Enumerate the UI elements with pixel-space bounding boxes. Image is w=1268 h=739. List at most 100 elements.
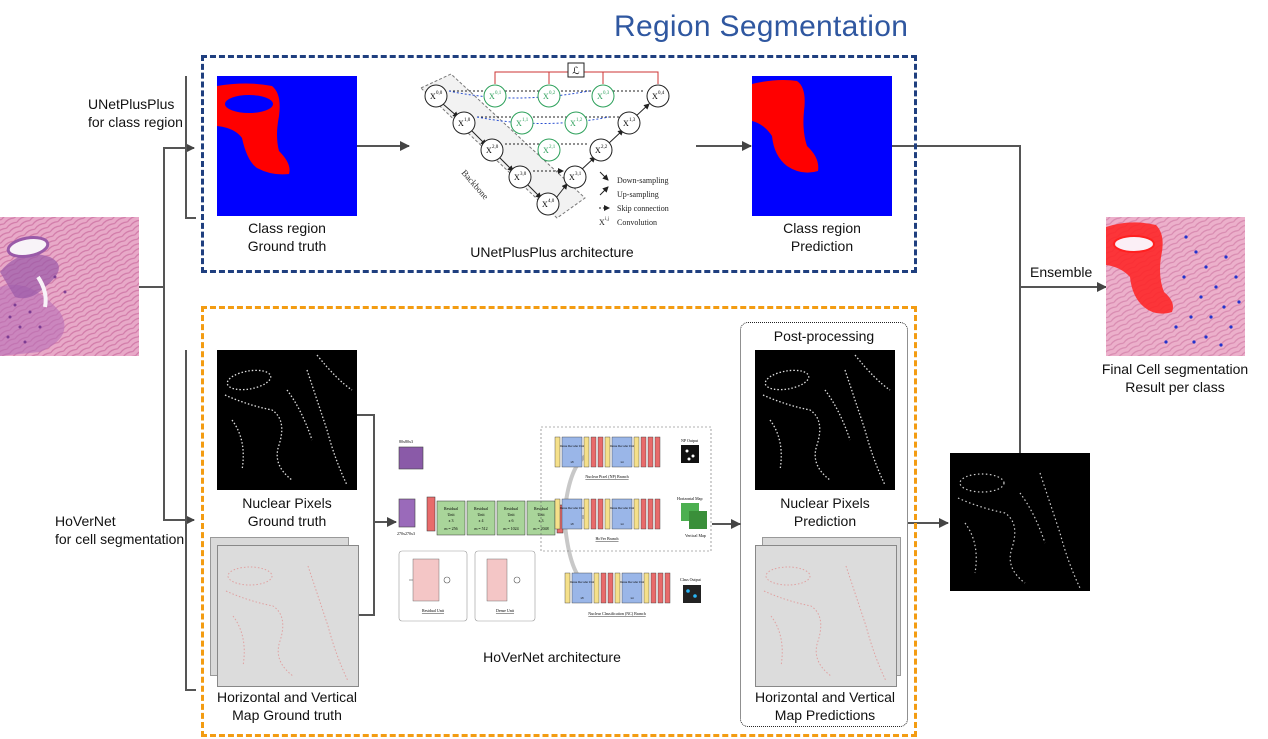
input-histology-svg	[0, 217, 139, 356]
np-branch-blocks	[554, 436, 699, 468]
hv-map-prediction-caption-line1: Horizontal and Vertical	[754, 689, 896, 705]
encoder-block-3-l2: Unit	[507, 512, 515, 517]
svg-text:1,2: 1,2	[576, 118, 583, 123]
svg-text:X: X	[543, 92, 549, 101]
hv-dec-x8: x8	[571, 522, 575, 526]
cell-segmentation-box	[201, 306, 917, 737]
nuclear-pixels-gt-svg	[224, 354, 353, 486]
encoder-block-1-l2: Unit	[447, 512, 455, 517]
hv-dec-label: Dense Decoder Unit	[560, 506, 585, 510]
np-branch-label: Nuclear Pixel (NP) Branch	[585, 474, 628, 479]
residual-unit-label: Residual Unit	[422, 608, 445, 613]
np-hv-branch-frame	[540, 426, 712, 552]
encoder-block-1-l4: m = 256	[444, 526, 457, 531]
nuclear-pixels-gt-caption-line2: Ground truth	[247, 513, 327, 529]
hovernet-input-tile	[398, 446, 424, 470]
svg-text:X: X	[430, 92, 436, 101]
nuclear-pixels-gt-caption: Nuclear Pixels Ground truth	[207, 494, 367, 530]
svg-text:1,0: 1,0	[464, 118, 471, 123]
legend-skip: Skip connection	[617, 204, 669, 213]
nuclear-pixels-prediction-caption: Nuclear Pixels Prediction	[745, 494, 905, 530]
hovernet-architecture-diagram: 80x80x3 270x270x3 Residual Unit x 3 m = …	[397, 426, 712, 622]
hv-map-gt-caption: Horizontal and Vertical Map Ground truth	[197, 688, 377, 724]
encoder-conv	[426, 496, 436, 532]
nc-dec-x8: x8	[581, 596, 585, 600]
encoder-block-1	[436, 500, 466, 536]
class-region-gt-caption-line2: Ground truth	[247, 238, 327, 254]
legend-conv-symbol-sup: i,j	[605, 217, 609, 222]
svg-text:0,1: 0,1	[495, 91, 502, 96]
cell-segmentation-result-svg	[957, 472, 1081, 589]
class-region-gt-image	[217, 76, 357, 216]
svg-text:1,1: 1,1	[522, 118, 529, 123]
encoder-blocks: Residual Unit x 3 m = 256 Residual Unit …	[426, 496, 564, 536]
unetplusplus-architecture-caption: UNetPlusPlus architecture	[470, 244, 634, 260]
unet-legend: Down-sampling Up-sampling Skip connectio…	[599, 171, 669, 227]
encoder-block-2	[466, 500, 496, 536]
encoder-block-4-l3: x 3	[539, 518, 544, 523]
hovernet-label-line1: HoVerNet	[55, 513, 116, 529]
svg-text:X: X	[514, 173, 520, 182]
svg-text:1,3: 1,3	[629, 118, 636, 123]
hv-map-prediction-front	[755, 545, 897, 687]
backbone-text: Backbone	[459, 168, 490, 202]
encoder-block-1-l1: Residual	[444, 506, 459, 511]
svg-text:X: X	[543, 146, 549, 155]
nc-dec-label-2: Dense Decoder Unit	[620, 580, 645, 584]
encoder-block-3-l3: x 6	[509, 518, 514, 523]
class-region-gt-caption-line1: Class region	[248, 220, 326, 236]
encoder-block-2-l4: m = 512	[474, 526, 487, 531]
input-size-label-2: 270x270x3	[397, 531, 415, 536]
svg-text:2,1: 2,1	[549, 145, 556, 150]
svg-text:X: X	[570, 119, 576, 128]
np-dec-label: Dense Decoder Unit	[560, 444, 585, 448]
final-segmentation-caption: Final Cell segmentation Result per class	[1090, 360, 1260, 396]
encoder-block-2-l3: x 4	[479, 518, 484, 523]
post-processing-label: Post-processing	[773, 328, 875, 344]
input-size-label: 80x80x3	[399, 439, 413, 444]
np-dec-label-2: Dense Decoder Unit	[610, 444, 635, 448]
svg-text:X: X	[489, 92, 495, 101]
encoder-block-3-l1: Residual	[504, 506, 519, 511]
final-segmentation-caption-line1: Final Cell segmentation	[1101, 361, 1249, 377]
hv-map-gt-caption-line1: Horizontal and Vertical	[216, 689, 358, 705]
unet-label-line1: UNetPlusPlus	[88, 96, 175, 112]
encoder-block-3	[496, 500, 526, 536]
nc-dec-label: Dense Decoder Unit	[570, 580, 595, 584]
hv-dec-label-2: Dense Decoder Unit	[610, 506, 635, 510]
ensemble-label: Ensemble	[1030, 264, 1093, 280]
nuclear-pixels-gt-image	[217, 350, 357, 490]
svg-text:2,0: 2,0	[492, 145, 499, 150]
input-histology-image	[0, 217, 139, 356]
svg-text:0,0: 0,0	[436, 91, 443, 96]
cell-segmentation-result-image	[950, 453, 1090, 591]
hv-branch-blocks	[554, 498, 707, 530]
encoder-block-4-l4: m = 2048	[533, 526, 548, 531]
svg-text:X: X	[652, 92, 658, 101]
region-segmentation-box	[201, 55, 917, 273]
unet-label-line2: for class region	[88, 114, 183, 130]
svg-text:3,0: 3,0	[520, 172, 527, 177]
nuclear-pixels-prediction-caption-line1: Nuclear Pixels	[780, 495, 870, 511]
svg-text:X: X	[516, 119, 522, 128]
svg-text:X: X	[623, 119, 629, 128]
post-processing-box	[740, 322, 908, 727]
encoder-block-2-l1: Residual	[474, 506, 489, 511]
np-dec-x8: x8	[571, 460, 575, 464]
hv-map-prediction-svg	[763, 565, 887, 682]
svg-text:X: X	[597, 92, 603, 101]
svg-text:X: X	[542, 200, 548, 209]
unet-label: UNetPlusPlus for class region	[88, 95, 183, 131]
hovernet-label: HoVerNet for cell segmentation	[55, 512, 184, 548]
class-region-prediction-svg	[752, 76, 892, 216]
legend-up: Up-sampling	[617, 190, 659, 199]
hovernet-architecture-caption: HoVerNet architecture	[483, 649, 621, 665]
nc-dec-x4: x4	[631, 596, 635, 600]
